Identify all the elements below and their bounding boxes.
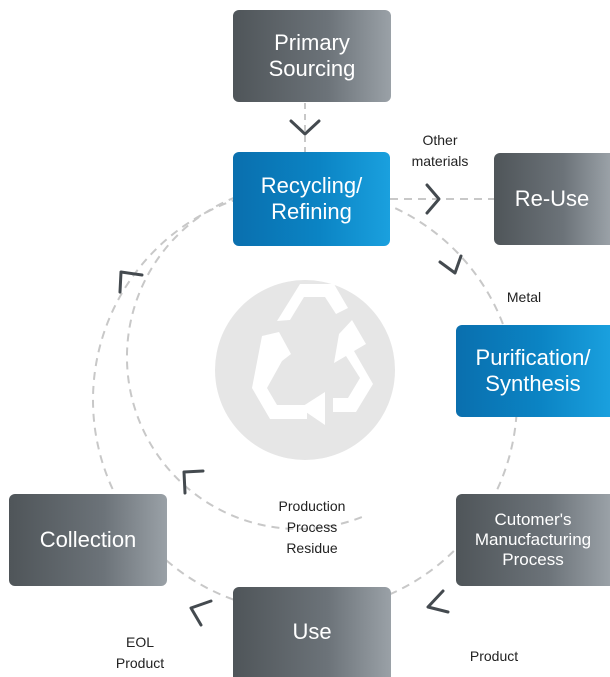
chevron-arrow-icon bbox=[425, 183, 441, 215]
chevron-arrow-icon bbox=[438, 254, 463, 275]
use-box: Use bbox=[233, 587, 391, 677]
primary-sourcing-label: Primary Sourcing bbox=[268, 30, 356, 81]
primary-sourcing-box: Primary Sourcing bbox=[233, 10, 391, 102]
recycle-icon bbox=[215, 280, 395, 460]
re-use-label: Re-Use bbox=[514, 186, 590, 212]
re-use-box: Re-Use bbox=[494, 153, 610, 245]
customer-manufacturing-label: Cutomer's Manucfacturing Process bbox=[474, 509, 592, 570]
production-residue-label: Production Process Residue bbox=[278, 498, 346, 556]
chevron-arrow-icon bbox=[182, 469, 205, 495]
recycling-refining-label: Recycling/ Refining bbox=[260, 173, 363, 224]
metal-label: Metal bbox=[506, 289, 542, 305]
chevron-arrow-icon bbox=[289, 119, 321, 136]
eol-product-label: EOL Product bbox=[115, 634, 165, 671]
chevron-arrow-icon bbox=[118, 270, 144, 294]
collection-box: Collection bbox=[9, 494, 167, 586]
purification-synthesis-box: Purification/ Synthesis bbox=[456, 325, 610, 417]
purification-synthesis-label: Purification/ Synthesis bbox=[475, 345, 591, 396]
chevron-arrow-icon bbox=[426, 589, 450, 614]
collection-label: Collection bbox=[39, 527, 137, 553]
other-materials-label: Other materials bbox=[411, 132, 469, 169]
chevron-arrow-icon bbox=[189, 599, 213, 627]
inner-residue-path bbox=[126, 196, 363, 530]
customer-manufacturing-box: Cutomer's Manucfacturing Process bbox=[456, 494, 610, 586]
use-label: Use bbox=[292, 619, 332, 645]
product-label: Product bbox=[469, 648, 519, 664]
recycling-refining-box: Recycling/ Refining bbox=[233, 152, 390, 246]
